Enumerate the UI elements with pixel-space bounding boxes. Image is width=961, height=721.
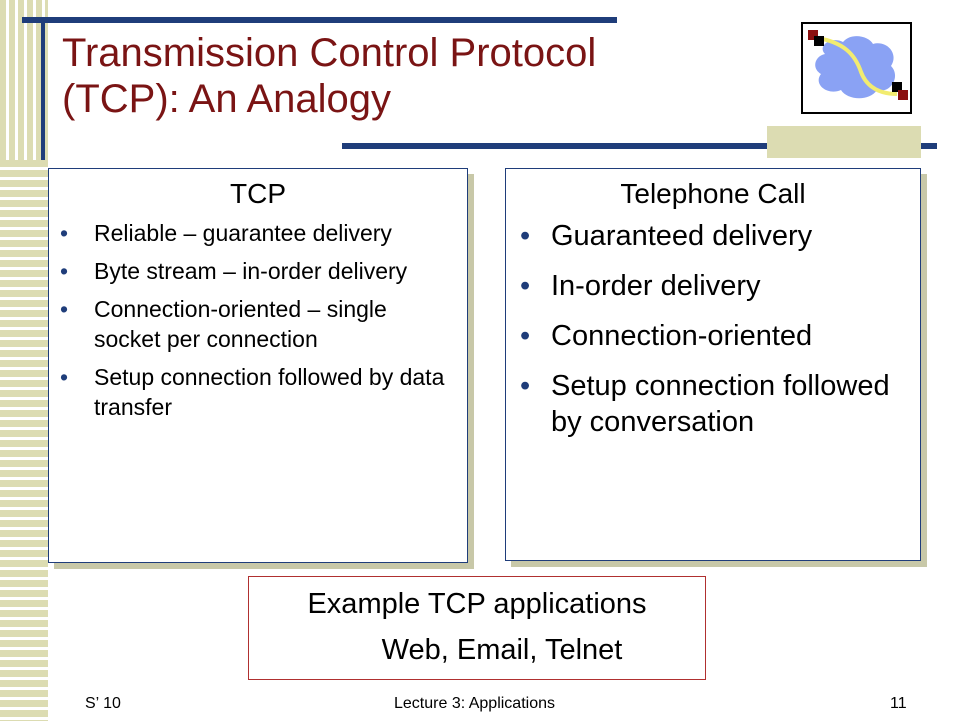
bullet-icon: •	[520, 270, 531, 302]
bullet-icon: •	[60, 220, 69, 246]
footer-page-number: 11	[890, 695, 907, 712]
title-line-2: (TCP): An Analogy	[62, 77, 392, 121]
bullet-icon: •	[60, 258, 69, 284]
bullet-icon: •	[60, 296, 69, 322]
footer-lecture: Lecture 3: Applications	[394, 695, 555, 712]
bullet-icon: •	[60, 364, 69, 390]
bullet-icon: •	[520, 320, 531, 352]
tcp-list: •Reliable – guarantee delivery •Byte str…	[49, 218, 467, 422]
list-item: •Connection-oriented	[520, 320, 813, 352]
list-item: •Reliable – guarantee delivery	[60, 220, 392, 246]
telephone-panel: Telephone Call •Guaranteed delivery •In-…	[505, 168, 921, 561]
example-apps-list: Web, Email, Telnet	[381, 634, 623, 666]
tcp-panel: TCP •Reliable – guarantee delivery •Byte…	[48, 168, 468, 563]
example-apps-heading: Example TCP applications	[307, 588, 647, 620]
example-apps-box: Example TCP applications Web, Email, Tel…	[248, 576, 706, 680]
telephone-panel-heading: Telephone Call	[620, 178, 806, 209]
list-item: •Byte stream – in-order delivery	[60, 258, 408, 284]
page-title: Transmission Control Protocol (TCP): An …	[62, 30, 762, 122]
bullet-icon: •	[520, 370, 531, 402]
title-deco-block	[767, 126, 921, 158]
title-line-1: Transmission Control Protocol	[62, 31, 597, 75]
list-item: •In-order delivery	[520, 270, 761, 302]
left-accent-bar	[41, 22, 45, 160]
mid-accent-bar	[342, 143, 937, 149]
tcp-panel-heading: TCP	[230, 178, 286, 209]
left-stripe-pattern	[0, 0, 48, 160]
logo-frame	[801, 22, 912, 114]
telephone-list: •Guaranteed delivery •In-order delivery …	[506, 218, 920, 440]
list-item: •Connection-oriented – single socket per…	[60, 296, 387, 352]
list-item: •Setup connection followed by conversati…	[520, 370, 890, 438]
top-accent-bar	[22, 17, 617, 23]
list-item: •Setup connection followed by data trans…	[60, 364, 445, 420]
bullet-icon: •	[520, 220, 531, 252]
footer-semester: S’ 10	[85, 695, 121, 712]
network-cloud-icon	[808, 30, 908, 100]
list-item: •Guaranteed delivery	[520, 220, 813, 252]
